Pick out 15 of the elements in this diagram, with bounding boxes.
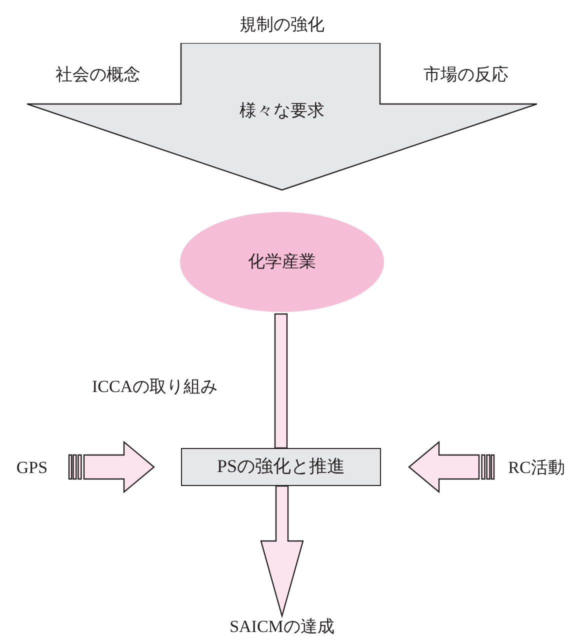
label: 市場の反応 [424, 66, 508, 84]
node-text: 化学産業 [248, 252, 316, 272]
block-arrow [68, 440, 155, 494]
process-box [181, 448, 381, 486]
node-text: PSの強化と推進 [216, 457, 346, 477]
edge-label: ICCAの取り組み [92, 378, 218, 397]
node-text: 様々な要求 [240, 102, 324, 121]
block-arrow [408, 440, 495, 494]
node-text: RC活動 [508, 458, 565, 478]
node-text: GPS [16, 458, 48, 478]
block-arrow [260, 485, 304, 618]
block-arrow [274, 313, 288, 449]
node-text: SAICMの達成 [230, 618, 334, 637]
label: 社会の概念 [56, 66, 140, 84]
label: 規制の強化 [240, 16, 324, 34]
